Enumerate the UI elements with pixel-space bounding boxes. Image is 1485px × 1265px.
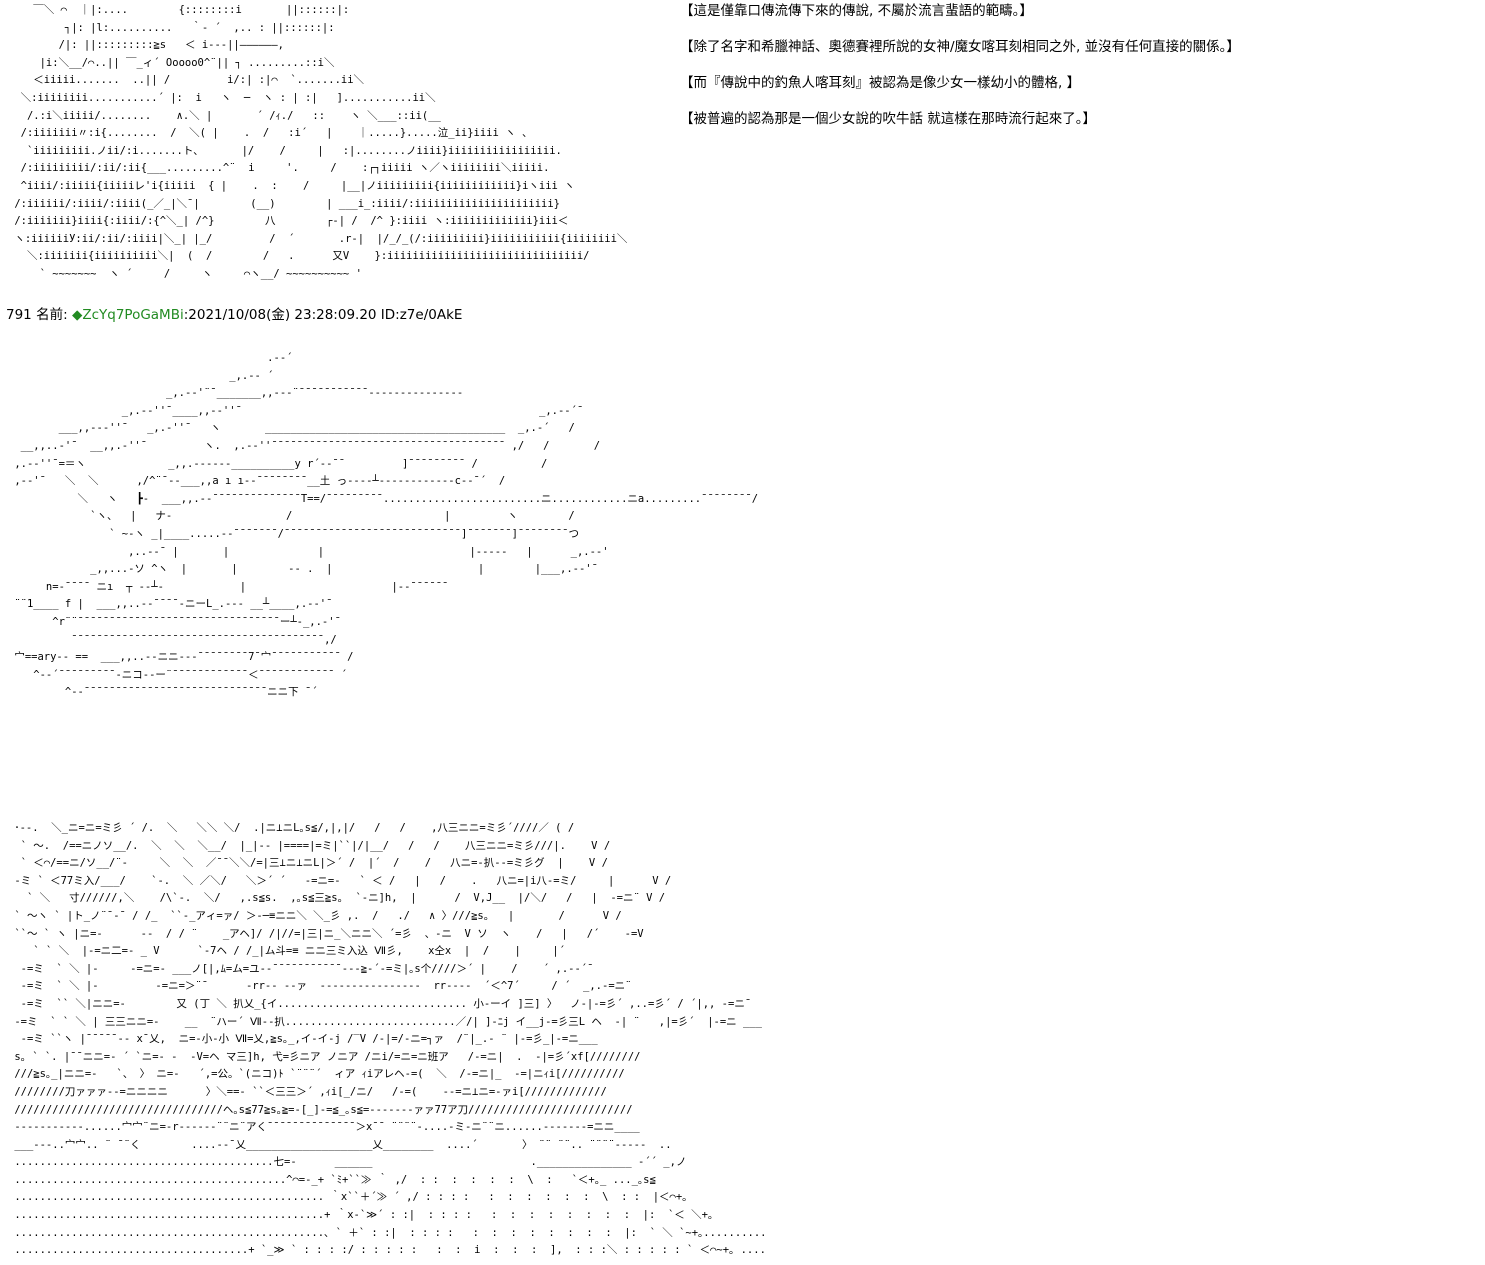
narration-block: 【這是僅靠口傳流傳下來的傳說, 不屬於流言蜚語的範疇。】 【除了名字和希臘神話、… <box>680 2 1470 146</box>
narration-line-3: 【而『傳說中的釣魚人喀耳刻』被認為是像少女一樣幼小的體格, 】 <box>680 75 1081 91</box>
narration-line-1: 【這是僅靠口傳流傳下來的傳說, 不屬於流言蜚語的範疇。】 <box>680 3 1033 19</box>
post-number[interactable]: 791 <box>6 307 32 323</box>
trip-diamond-icon: ◆ <box>71 307 83 323</box>
post-header: 791 名前: ◆ZcYq7PoGaMBi:2021/10/08(金) 23:2… <box>6 306 462 324</box>
narration-line-2: 【除了名字和希臘神話、奧德賽裡所說的女神/魔女喀耳刻相同之外, 並沒有任何直接的… <box>680 39 1240 55</box>
ascii-art-figure-top: ￣＼ ⌒ ｜|:.... {::::::::i ||::::::|: ┐|: |… <box>14 4 628 280</box>
narration-line-4: 【被普遍的認為那是一個少女說的吹牛話 就這樣在那時流行起來了。】 <box>680 111 1097 127</box>
post-meta: :2021/10/08(金) 23:28:09.20 ID:z7e/0AkE <box>183 307 463 323</box>
ascii-art-scene-bottom: ･--. ＼_ニ=ニ=ミ彡 ´ /. ＼ ＼＼ ＼/ .|ニ⊥ニL｡s≦/,|,… <box>14 822 768 1257</box>
post-trip: ZcYq7PoGaMBi <box>82 307 184 323</box>
ascii-art-boat: .-‐´ _,.-‐ ´ _,.-‐'¨¯_______,,--‐¨¯¯¯¯¯¯… <box>14 352 759 699</box>
post-name-label: 名前: <box>36 307 68 323</box>
